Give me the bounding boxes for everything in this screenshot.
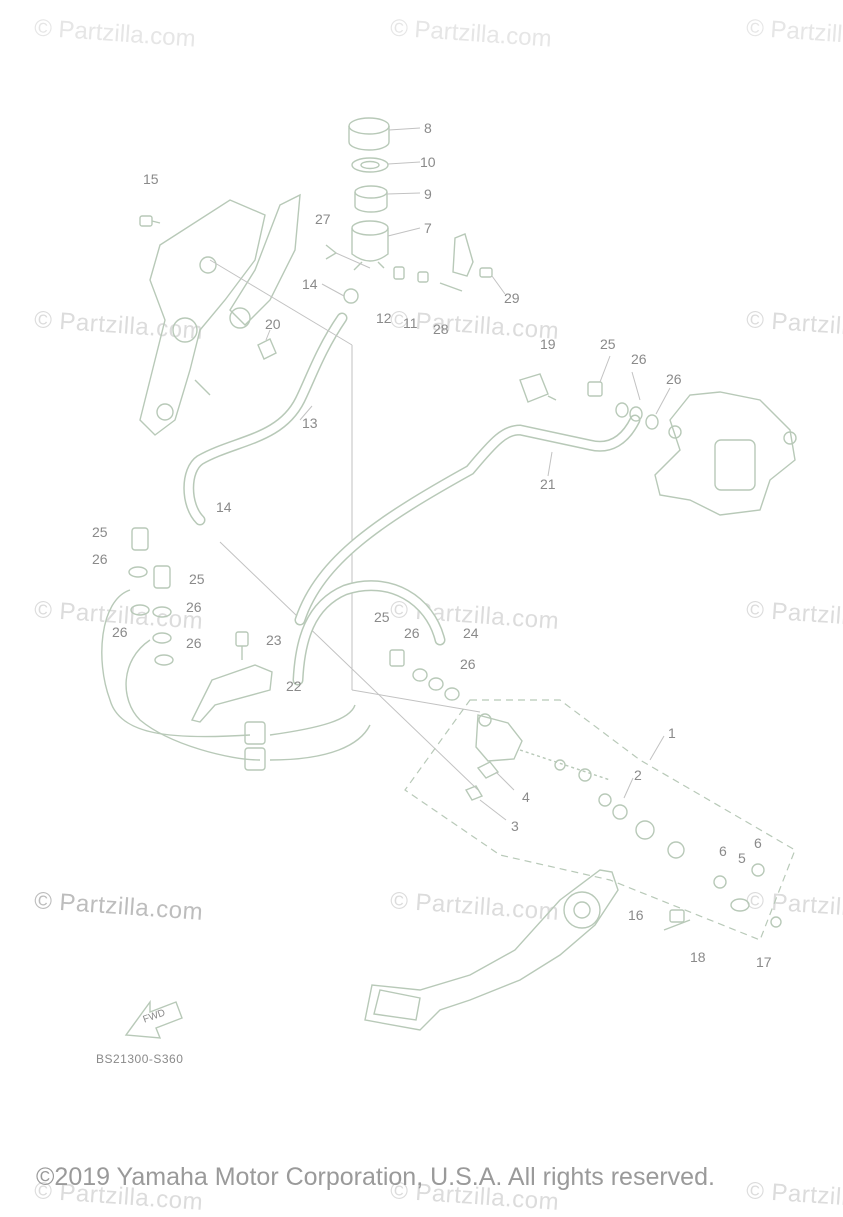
clamp-20 [257,338,277,360]
bracket-28 [452,233,474,277]
brake-pedal [364,869,619,1031]
copper-washer [128,566,148,578]
callout-1: 1 [668,725,676,741]
union-bolt [389,649,405,667]
master-cylinder-box [404,699,796,941]
callout-25: 25 [189,571,205,587]
pressure-switch-19 [519,373,557,403]
copyright-notice: ©2019 Yamaha Motor Corporation, U.S.A. A… [36,1163,715,1191]
callout-2: 2 [634,767,642,783]
bleeder [476,761,500,779]
callout-26: 26 [460,656,476,672]
callout-15: 15 [143,171,159,187]
brake-hose-13 [183,312,348,526]
bolt-23 [235,631,249,647]
callout-26: 26 [631,351,647,367]
union-bolt [587,381,603,397]
callout-28: 28 [433,321,449,337]
pedal-pin [663,898,782,931]
forward-arrow-icon [124,999,183,1039]
callout-16: 16 [628,907,644,923]
diagram-code: BS21300-S360 [96,1052,184,1066]
callout-9: 9 [424,186,432,202]
callout-25: 25 [374,609,390,625]
brake-pipe [101,589,251,738]
reservoir-tank [351,220,421,271]
hose-joint-12 [393,266,463,292]
callout-4: 4 [522,789,530,805]
callout-3: 3 [511,818,519,834]
callout-29: 29 [504,290,520,306]
callout-6: 6 [719,843,727,859]
footrest-bracket [139,193,301,436]
callout-19: 19 [540,336,556,352]
bolt-15 [139,215,161,227]
callout-8: 8 [424,120,432,136]
callout-24: 24 [463,625,479,641]
clip-27 [325,244,338,260]
callout-11: 11 [403,315,418,331]
callout-23: 23 [266,632,282,648]
callout-13: 13 [302,415,318,431]
callout-14: 14 [302,276,318,292]
callout-26: 26 [666,371,682,387]
callout-26: 26 [92,551,108,567]
grommet-29 [479,267,493,278]
callout-10: 10 [420,154,436,170]
callout-20: 20 [265,316,281,332]
union-bolt [131,527,149,551]
callout-17: 17 [756,954,772,970]
brake-caliper [654,391,797,516]
callout-18: 18 [690,949,706,965]
master-cylinder [475,713,765,889]
callout-5: 5 [738,850,746,866]
callout-27: 27 [315,211,331,227]
callout-26: 26 [186,599,202,615]
callout-25: 25 [92,524,108,540]
callout-21: 21 [540,476,556,492]
callout-26: 26 [404,625,420,641]
callout-6: 6 [754,835,762,851]
diaphragm [351,157,421,173]
callout-7: 7 [424,220,432,236]
callout-12: 12 [376,310,392,326]
copper-washer [615,402,629,418]
callout-25: 25 [600,336,616,352]
hose-clamp [343,288,359,304]
callout-22: 22 [286,678,302,694]
reservoir-cap [348,117,421,151]
diaphragm-holder [354,185,421,213]
bracket-22 [190,664,273,723]
callout-14: 14 [216,499,232,515]
callout-26: 26 [112,624,128,640]
callout-26: 26 [186,635,202,651]
